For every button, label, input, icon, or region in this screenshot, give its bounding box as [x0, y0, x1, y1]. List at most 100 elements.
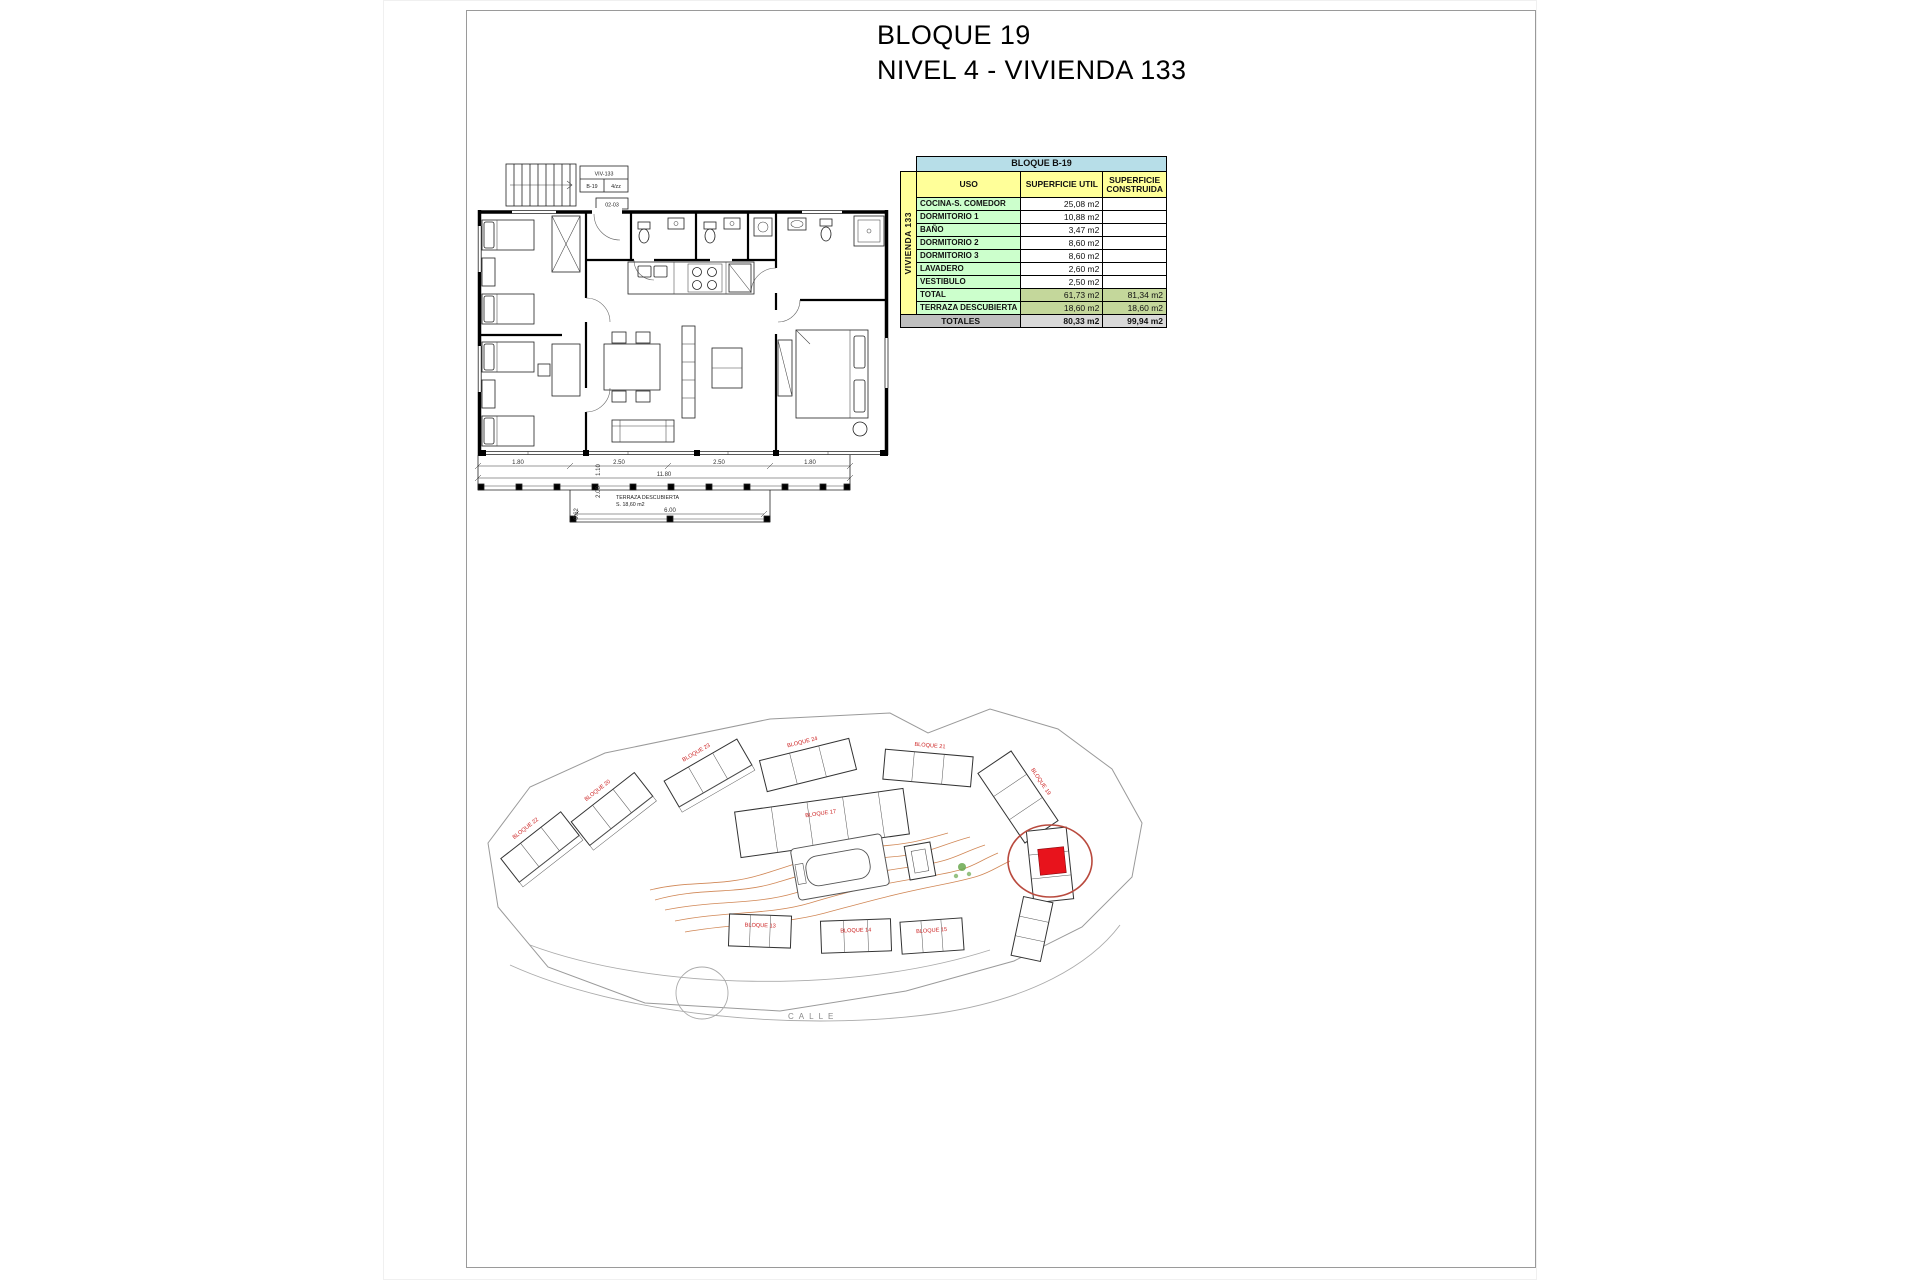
vivienda-label: VIVIENDA 133	[903, 211, 914, 275]
terrace-glazing	[478, 450, 888, 456]
desk	[551, 343, 581, 397]
nightstand	[481, 379, 496, 409]
col-header-util: SUPERFICIE UTIL	[1020, 171, 1104, 198]
sofa	[611, 419, 675, 443]
building-bloque-24: BLOQUE 24	[758, 736, 858, 793]
sheet-title: BLOQUE 19 NIVEL 4 - VIVIENDA 133	[877, 18, 1186, 87]
toilet-tank	[819, 218, 833, 227]
building-bloque-20: BLOQUE 20	[570, 771, 657, 851]
bed	[481, 341, 535, 373]
windows	[476, 208, 890, 392]
row-uso: LAVADERO	[915, 262, 1022, 276]
building-bloque-13: BLOQUE 13	[727, 913, 793, 949]
pillow	[853, 335, 866, 369]
pillow	[853, 379, 866, 413]
row-util: 2,60 m2	[1020, 262, 1104, 276]
bathroom-fixtures	[637, 215, 885, 247]
pillow	[483, 343, 495, 371]
building-bloque-19-c	[1010, 895, 1054, 963]
dim-4: 1.80	[804, 460, 816, 466]
interior-walls	[478, 212, 886, 453]
row-util: 10,88 m2	[1020, 210, 1104, 224]
table-row: LAVADERO 2,60 m2	[901, 262, 1168, 276]
pillow	[483, 417, 495, 445]
dim-3: 2.50	[713, 460, 725, 466]
totales-construida: 99,94 m2	[1102, 314, 1168, 328]
site-roads	[509, 924, 1121, 1022]
nightstand	[481, 257, 496, 287]
street-label: CALLE	[788, 1012, 838, 1021]
pillow	[483, 295, 495, 323]
plan-stamp: VIV-133 B-19 4/zz 02-03	[579, 165, 629, 210]
washbasin	[667, 217, 685, 230]
row-uso: DORMITORIO 1	[915, 210, 1022, 224]
col-header-construida: SUPERFICIE CONSTRUIDA	[1102, 171, 1168, 198]
table-side-label: VIVIENDA 133	[900, 171, 917, 315]
terraza-label: TERRAZA DESCUBIERTA	[915, 301, 1022, 315]
table-row: DORMITORIO 1 10,88 m2	[901, 210, 1168, 224]
dim-v2: 2.00	[596, 486, 602, 498]
sink-bowl-1	[637, 265, 652, 278]
total-label: TOTAL	[915, 288, 1022, 302]
building-bloque-14: BLOQUE 14	[819, 918, 893, 954]
terraza-row: TERRAZA DESCUBIERTA 18,60 m2 18,60 m2	[901, 301, 1168, 315]
row-util: 3,47 m2	[1020, 223, 1104, 237]
row-util: 8,60 m2	[1020, 249, 1104, 263]
row-uso: DORMITORIO 2	[915, 236, 1022, 250]
burner	[707, 280, 717, 290]
row-construida	[1102, 197, 1168, 211]
table-row: COCINA-S. COMEDOR 25,08 m2	[901, 197, 1168, 211]
toilet-tank	[703, 221, 717, 230]
dim-v3: 0.62	[574, 508, 580, 520]
terraza-util: 18,60 m2	[1020, 301, 1104, 315]
sheet-title-line2: NIVEL 4 - VIVIENDA 133	[877, 54, 1187, 85]
building-bloque-22: BLOQUE 22	[500, 811, 584, 888]
stamp-viv: VIV-133	[595, 172, 614, 178]
bloque-17-label: BLOQUE 17	[805, 809, 837, 819]
row-uso: BAÑO	[915, 223, 1022, 237]
row-util: 25,08 m2	[1020, 197, 1104, 211]
totales-util: 80,33 m2	[1020, 314, 1104, 328]
toilet	[638, 228, 650, 244]
building-bloque-21: BLOQUE 21	[882, 742, 974, 788]
table-row: VESTIBULO 2,50 m2	[901, 275, 1168, 289]
bloque-14-label: BLOQUE 14	[840, 927, 871, 934]
door-swings	[585, 213, 801, 413]
highlighted-unit	[1037, 846, 1067, 876]
washbasin	[787, 217, 807, 231]
washbasin	[723, 217, 741, 230]
row-construida	[1102, 249, 1168, 263]
pool	[790, 833, 890, 901]
trees	[953, 863, 972, 879]
pool-house	[903, 841, 937, 881]
sheet-title-line1: BLOQUE 19	[877, 20, 1031, 50]
burner	[692, 267, 702, 277]
row-uso: VESTIBULO	[915, 275, 1022, 289]
pillow	[483, 221, 495, 249]
stamp-sub: 02-03	[605, 203, 619, 209]
row-util: 2,50 m2	[1020, 275, 1104, 289]
total-construida: 81,34 m2	[1102, 288, 1168, 302]
row-construida	[1102, 236, 1168, 250]
bedroom-2-furniture	[481, 341, 581, 447]
stair-symbol	[505, 163, 577, 207]
row-util: 8,60 m2	[1020, 236, 1104, 250]
building-bloque-15: BLOQUE 15	[899, 917, 965, 955]
sink-bowl-2	[653, 265, 668, 278]
bedroom-1-furniture	[481, 215, 581, 325]
kitchen-counter	[627, 261, 755, 295]
col-header-uso: USO	[915, 171, 1022, 198]
row-construida	[1102, 275, 1168, 289]
stamp-bloque: B-19	[586, 184, 597, 190]
totales-label: TOTALES	[899, 314, 1022, 328]
toilet-tank	[637, 221, 651, 230]
living-dining-furniture	[603, 325, 743, 443]
bloque-21-label: BLOQUE 21	[914, 742, 945, 751]
chair	[635, 331, 651, 344]
chair	[611, 390, 627, 403]
shower	[853, 215, 885, 247]
washing-machine	[753, 217, 773, 237]
building-bloque-17: BLOQUE 17	[734, 787, 910, 859]
site-plan: BLOQUE 22 BLOQUE 20 BLOQUE 23 BLOQUE 24 …	[487, 708, 1143, 1022]
building-bloque-23: BLOQUE 23	[663, 738, 756, 813]
